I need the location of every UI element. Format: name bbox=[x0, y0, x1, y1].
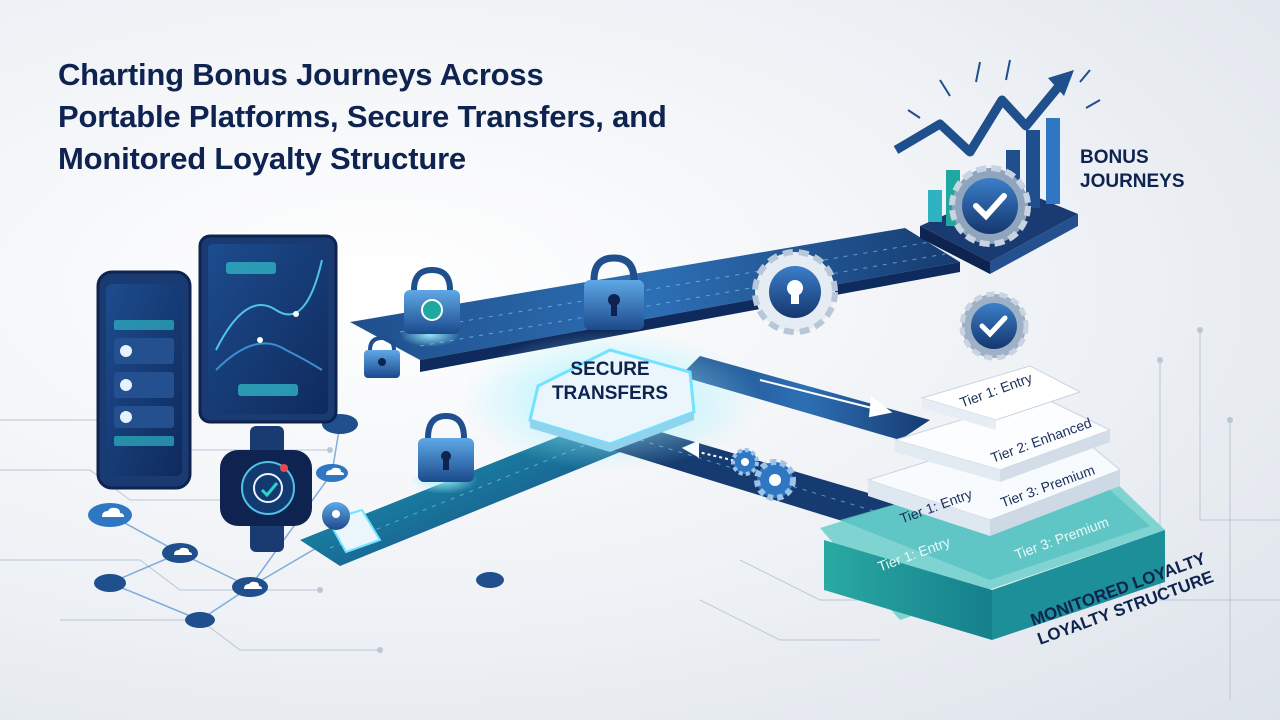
smartphone-icon bbox=[96, 270, 192, 490]
padlock-icon bbox=[364, 335, 400, 378]
bonus-label-line-1: Bonus bbox=[1080, 147, 1149, 168]
cloud-icon bbox=[102, 467, 344, 589]
gear-icon bbox=[731, 448, 796, 501]
loyalty-tier-stack bbox=[820, 365, 1165, 640]
bonus-label-line-2: Journeys bbox=[1080, 171, 1185, 192]
title-line-2: Portable Platforms, Secure Transfers, an… bbox=[58, 99, 667, 134]
tablet-icon bbox=[198, 234, 338, 424]
checkmark-badge-icon bbox=[959, 291, 1029, 361]
secure-label-line-2: Transfers bbox=[551, 383, 669, 404]
padlock-icon bbox=[400, 266, 460, 347]
flow-arrow-right bbox=[759, 379, 893, 418]
padlock-icon bbox=[322, 502, 382, 554]
smartwatch-icon bbox=[220, 426, 312, 552]
circuit-lines bbox=[0, 330, 1280, 700]
gear-icon bbox=[752, 249, 838, 335]
bonus-journeys-label: Bonus Journeys bbox=[1080, 146, 1185, 194]
secure-label-line-1: Secure bbox=[570, 359, 650, 380]
secure-transfers-label: Secure Transfers bbox=[530, 358, 690, 406]
title-line-3: Monitored Loyalty Structure bbox=[58, 141, 466, 176]
title-line-1: Charting Bonus Journeys Across bbox=[58, 57, 544, 92]
padlock-icon bbox=[410, 412, 478, 494]
padlock-icon bbox=[584, 254, 644, 330]
page-title: Charting Bonus Journeys Across Portable … bbox=[58, 54, 818, 180]
secure-transfers-hub bbox=[460, 330, 760, 470]
checkmark-badge-icon bbox=[949, 165, 1031, 247]
